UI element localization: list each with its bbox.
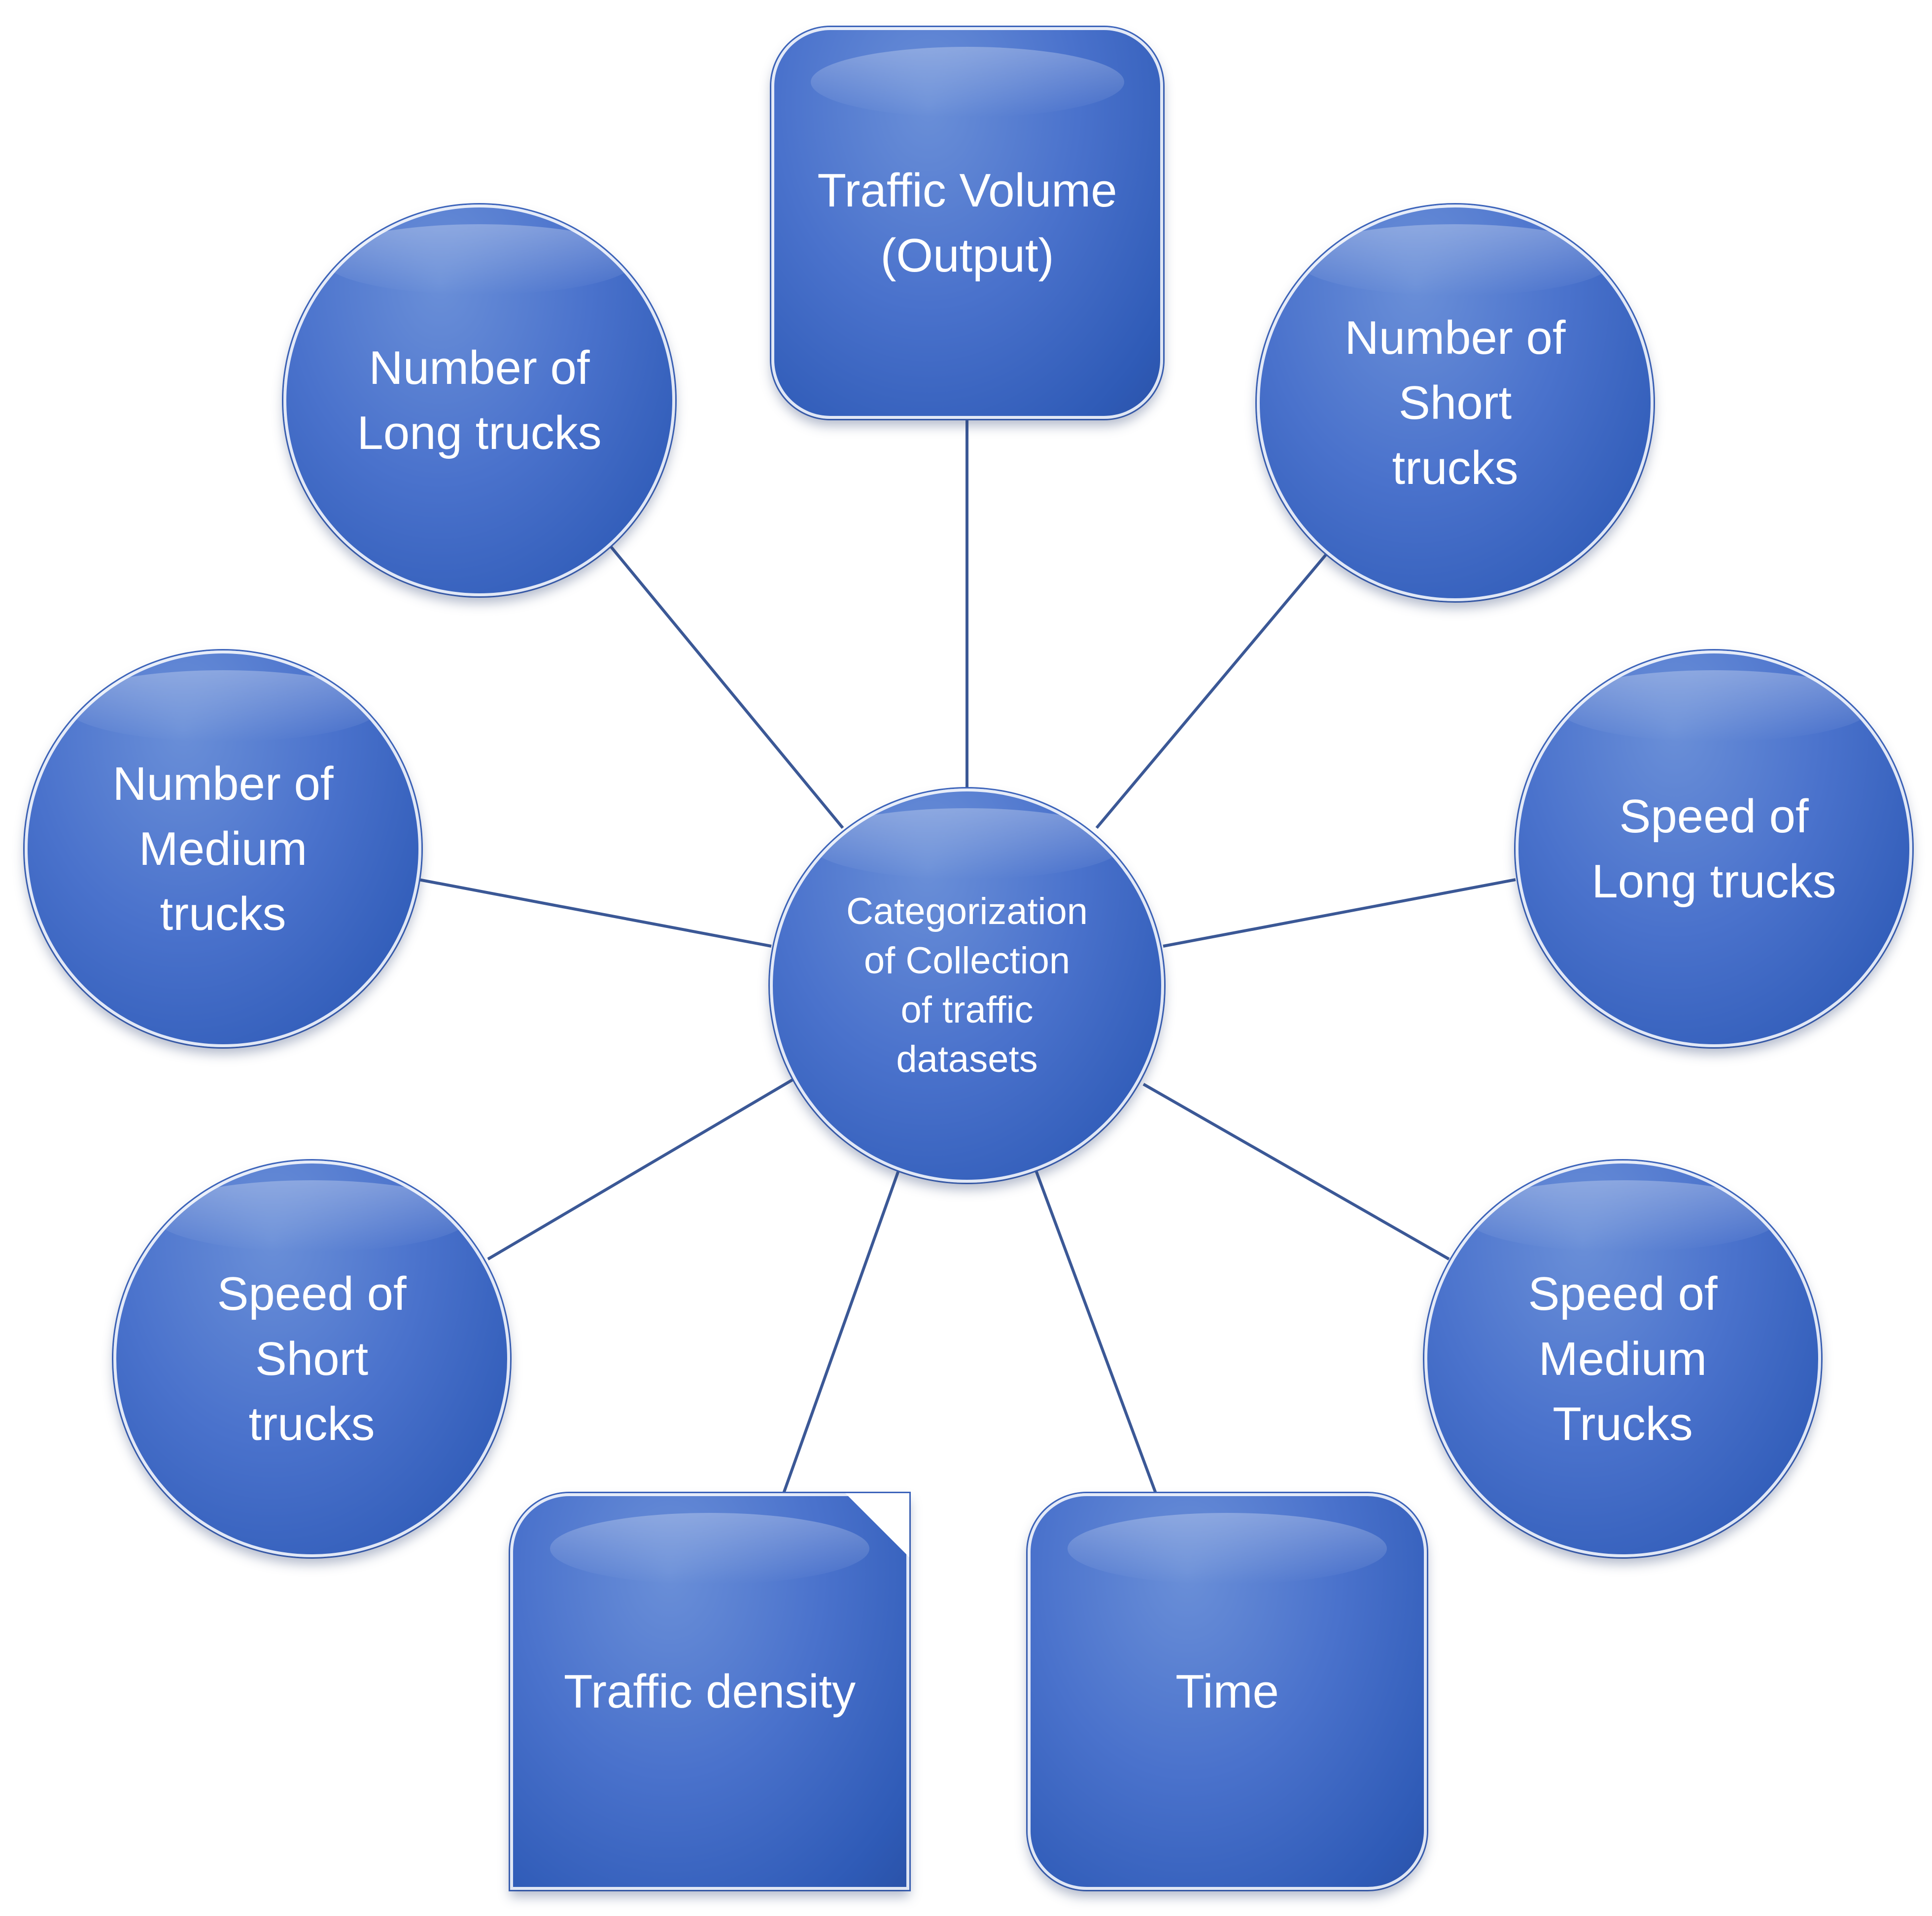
connector-short-trucks-count: [1095, 551, 1330, 829]
speed-medium-trucks-label: Speed of Medium Trucks: [1528, 1267, 1718, 1450]
connector-speed-long: [1163, 878, 1516, 948]
connector-long-trucks-count: [610, 546, 844, 829]
short-trucks-count-node: Number of Short trucks: [1257, 205, 1654, 601]
connector-speed-medium: [1142, 1083, 1450, 1261]
traffic-volume-label: Traffic Volume (Output): [817, 164, 1117, 282]
connector-speed-short: [487, 1078, 794, 1261]
speed-long-trucks-label: Speed of Long trucks: [1591, 789, 1836, 908]
speed-short-trucks-label: Speed of Short trucks: [217, 1267, 407, 1450]
short-trucks-count-label: Number of Short trucks: [1345, 311, 1566, 494]
time-label: Time: [1175, 1665, 1279, 1718]
speed-medium-trucks-node: Speed of Medium Trucks: [1424, 1161, 1821, 1557]
connector-medium-trucks-count: [418, 878, 772, 948]
snipped-corner: [845, 1493, 909, 1557]
connector-traffic-density: [782, 1167, 901, 1494]
long-trucks-count-label: Number of Long trucks: [357, 341, 602, 459]
medium-trucks-count-label: Number of Medium trucks: [112, 757, 334, 940]
connector-time: [1034, 1167, 1157, 1494]
speed-long-trucks-node: Speed of Long trucks: [1516, 650, 1912, 1047]
time-node: Time: [1028, 1493, 1427, 1890]
long-trucks-count-node: Number of Long trucks: [283, 205, 675, 596]
medium-trucks-count-node: Number of Medium trucks: [25, 650, 421, 1047]
speed-short-trucks-node: Speed of Short trucks: [113, 1161, 510, 1557]
traffic-density-node: Traffic density: [510, 1493, 909, 1890]
center-categorization-label: Categorization of Collection of traffic …: [846, 890, 1088, 1080]
traffic-volume-node: Traffic Volume (Output): [771, 27, 1163, 419]
center-categorization-node: Categorization of Collection of traffic …: [770, 788, 1164, 1183]
traffic-density-label: Traffic density: [563, 1665, 856, 1718]
